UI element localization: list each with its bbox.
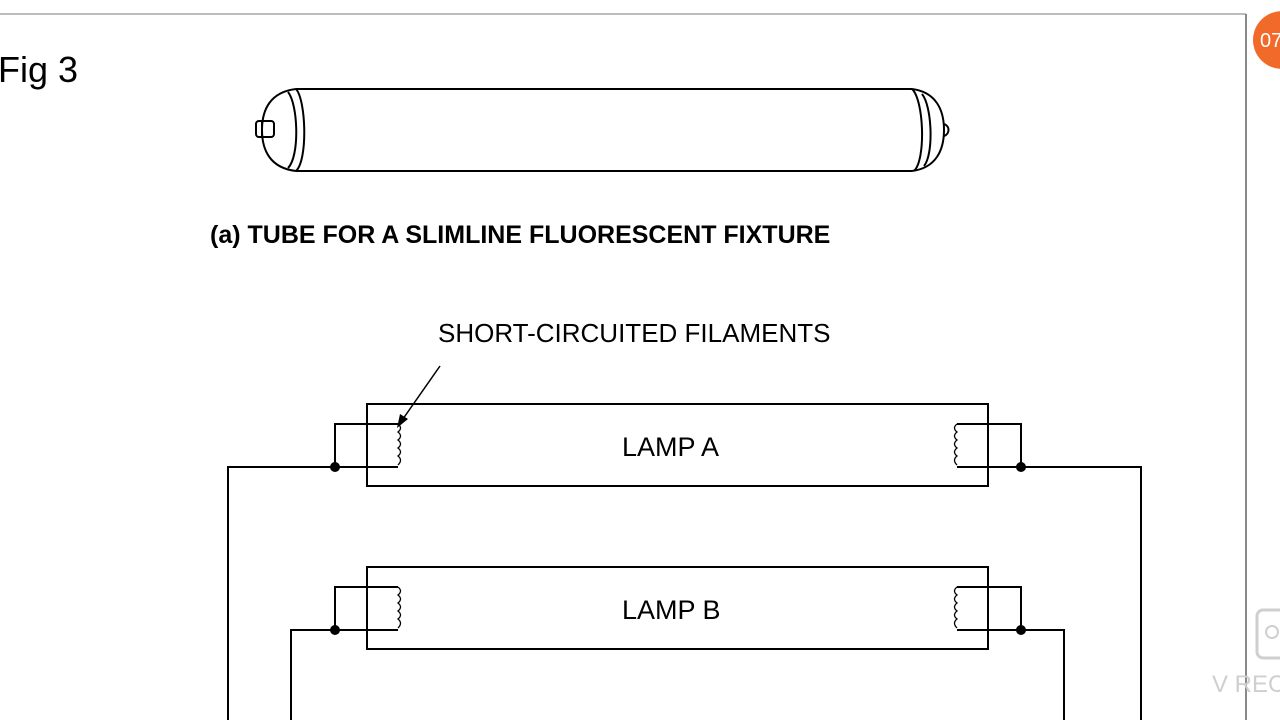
recorder-icon-lens xyxy=(1265,625,1279,639)
lamp-b-left-filament xyxy=(396,586,402,629)
lamp-a-right-filament xyxy=(953,423,959,466)
circuit-wires xyxy=(227,466,1142,720)
recording-badge-text: 07 xyxy=(1260,30,1280,52)
lamp-a-left-filament xyxy=(396,423,402,466)
recorder-icon xyxy=(1255,608,1280,660)
annotation-arrowhead xyxy=(397,414,408,428)
recording-badge[interactable] xyxy=(1253,11,1280,69)
lamp-b-label: LAMP B xyxy=(622,595,721,625)
lamp-b xyxy=(334,566,1022,650)
lamp-b-right-filament xyxy=(953,586,959,629)
filament-annotation: SHORT-CIRCUITED FILAMENTS xyxy=(438,318,830,348)
recorder-watermark: V REC xyxy=(1212,671,1280,698)
lamp-a-label: LAMP A xyxy=(622,432,719,462)
junction-dot xyxy=(1016,462,1026,472)
annotation-leader-line xyxy=(397,365,441,427)
lamp-a xyxy=(334,403,1022,487)
fluorescent-tube-illustration xyxy=(255,88,950,172)
junction-dot xyxy=(330,625,340,635)
junction-dot xyxy=(1016,625,1026,635)
figure-label: Fig 3 xyxy=(0,49,78,90)
junction-dot xyxy=(330,462,340,472)
figure-caption: (a) TUBE FOR A SLIMLINE FLUORESCENT FIXT… xyxy=(210,221,830,249)
